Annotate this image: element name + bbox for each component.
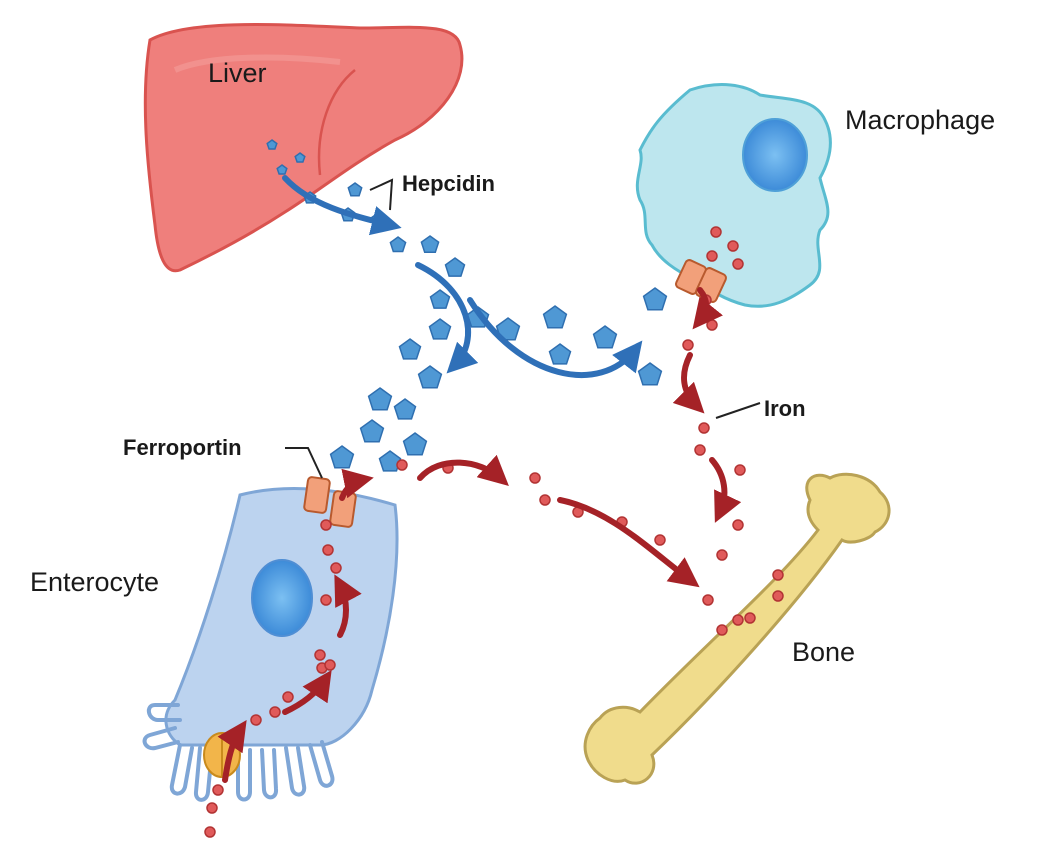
- macrophage: [635, 83, 832, 308]
- iron-particle: [710, 226, 722, 238]
- hepcidin-particle: [329, 445, 355, 469]
- iron-particle: [727, 240, 739, 252]
- iron-particle: [322, 544, 334, 556]
- iron-particle: [314, 649, 326, 661]
- iron-particle: [702, 594, 714, 606]
- iron-flow-arrows: [217, 287, 742, 783]
- hepcidin-particle: [495, 317, 521, 341]
- iron-particle: [282, 691, 294, 703]
- enterocyte-nucleus: [251, 559, 313, 637]
- iron-particle: [529, 472, 541, 484]
- hepcidin-particle: [367, 387, 393, 411]
- hepcidin-particle: [420, 235, 440, 254]
- hepcidin-particles: [266, 139, 668, 472]
- hepcidin-particle: [444, 257, 466, 277]
- hepcidin-particle: [592, 325, 618, 349]
- iron-particle: [330, 562, 342, 574]
- ferroportin-macrophage: [675, 259, 727, 303]
- liver: [143, 23, 464, 273]
- iron-particle: [654, 534, 666, 546]
- hepcidin-label: Hepcidin: [402, 171, 495, 196]
- hepcidin-particle: [378, 450, 402, 472]
- hepcidin-particle: [402, 432, 428, 456]
- macrophage-label: Macrophage: [845, 105, 995, 135]
- hepcidin-particle: [548, 343, 572, 365]
- iron-particle: [269, 706, 281, 718]
- hepcidin-flow-arrows: [282, 175, 643, 379]
- ferroportin-enterocyte: [303, 476, 357, 528]
- microvilli: [142, 703, 335, 802]
- iron-particle: [320, 519, 332, 531]
- hepcidin-particle: [417, 365, 443, 389]
- iron-particle: [732, 258, 744, 270]
- enterocyte-label: Enterocyte: [30, 567, 159, 597]
- iron-particle: [706, 250, 718, 262]
- iron-particle: [706, 319, 718, 331]
- iron-particle: [732, 614, 744, 626]
- hepcidin-particle: [266, 139, 278, 150]
- hepcidin-particle: [294, 152, 306, 163]
- enterocyte: [142, 487, 399, 802]
- leader-lines: [285, 178, 761, 479]
- hepcidin-particle: [359, 419, 385, 443]
- hepcidin-particle: [347, 182, 363, 197]
- hepcidin-particle: [542, 305, 568, 329]
- iron-particle: [698, 422, 710, 434]
- iron-particle: [320, 594, 332, 606]
- iron-particle: [212, 784, 224, 796]
- ferroportin-label: Ferroportin: [123, 435, 242, 460]
- macrophage-nucleus: [742, 118, 808, 192]
- iron-particle: [716, 624, 728, 636]
- iron-particle: [204, 826, 216, 838]
- hepcidin-particle: [398, 338, 422, 360]
- iron-particle: [250, 714, 262, 726]
- iron-label: Iron: [764, 396, 806, 421]
- iron-particle: [716, 549, 728, 561]
- hepcidin-particle: [429, 289, 451, 309]
- iron-particle: [539, 494, 551, 506]
- iron-particle: [324, 659, 336, 671]
- hepcidin-particle: [393, 398, 417, 420]
- iron-particle: [772, 569, 784, 581]
- iron-particle: [734, 464, 746, 476]
- iron-particles: [204, 226, 784, 838]
- iron-particle: [206, 802, 218, 814]
- iron-particle: [732, 519, 744, 531]
- hepcidin-particle: [637, 362, 663, 386]
- hepcidin-particle: [428, 318, 452, 340]
- bone-label: Bone: [792, 637, 855, 667]
- hepcidin-particle: [389, 236, 407, 253]
- iron-particle: [744, 612, 756, 624]
- bone: [583, 472, 891, 785]
- iron-particle: [694, 444, 706, 456]
- iron-particle: [772, 590, 784, 602]
- hepcidin-particle: [276, 164, 288, 175]
- liver-label: Liver: [208, 58, 267, 88]
- iron-particle: [396, 459, 408, 471]
- iron-particle: [682, 339, 694, 351]
- hepcidin-particle: [642, 287, 668, 311]
